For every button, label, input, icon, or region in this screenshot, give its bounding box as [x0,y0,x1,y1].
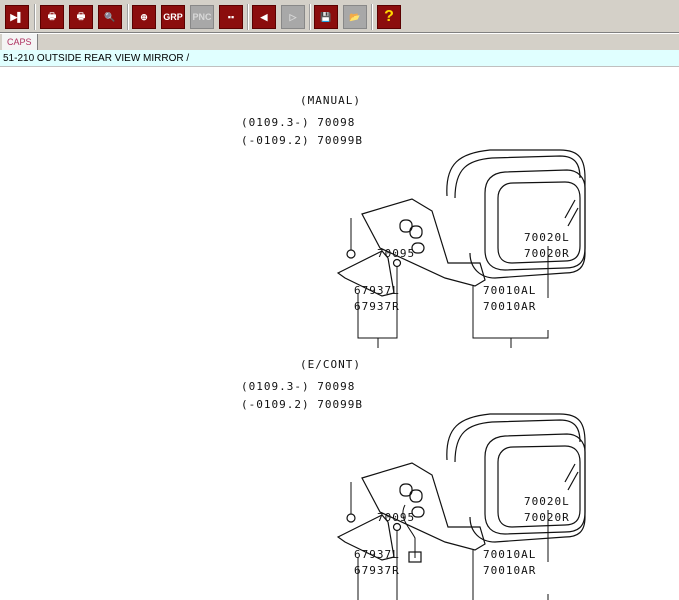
part-label[interactable]: 70010AR [483,564,537,577]
part-label[interactable]: 67937L [354,284,400,297]
open-button[interactable]: 📂 [343,5,367,29]
group-heading: (MANUAL) [300,94,361,107]
separator [127,4,129,30]
layout-button[interactable]: ▪▪ [219,5,243,29]
part-label[interactable]: 70020L [524,231,570,244]
part-label[interactable]: 70010AR [483,300,537,313]
part-label[interactable]: 70010AL [483,548,537,561]
group-heading: (E/CONT) [300,358,361,371]
part-label[interactable]: 70020R [524,247,570,260]
pnc-button[interactable]: PNC [190,5,214,29]
tab-bar: CAPS [0,33,679,50]
separator [309,4,311,30]
separator [247,4,249,30]
part-label[interactable]: 70020R [524,511,570,524]
part-label[interactable]: (0109.3-) 70098 [241,380,356,393]
help-button[interactable]: ? [377,5,401,29]
part-label[interactable]: 67937R [354,564,400,577]
zoom-button[interactable]: ⊕ [132,5,156,29]
part-label[interactable]: (0109.3-) 70098 [241,116,356,129]
print-preview-button[interactable]: 🔍 [98,5,122,29]
parts-diagram: (MANUAL) (0109.3-) 70098 (-0109.2) 70099… [0,68,679,600]
part-label[interactable]: 67937L [354,548,400,561]
part-label[interactable]: (-0109.2) 70099B [241,398,363,411]
part-label[interactable]: 70010AL [483,284,537,297]
separator [34,4,36,30]
part-label[interactable]: 70020L [524,495,570,508]
part-label[interactable]: 70095 [377,247,416,260]
tab-caps[interactable]: CAPS [2,34,38,50]
separator [371,4,373,30]
toolbar: ▶▌ 🖶 🖶 🔍 ⊕ GRP PNC ▪▪ ◀ ▷ 💾 📂 ? [0,0,679,33]
grp-button[interactable]: GRP [161,5,185,29]
exit-button[interactable]: ▶▌ [5,5,29,29]
mirror-drawing-manual [336,149,586,348]
print-screen-button[interactable]: 🖶 [40,5,64,29]
print-button[interactable]: 🖶 [69,5,93,29]
back-button[interactable]: ◀ [252,5,276,29]
save-button[interactable]: 💾 [314,5,338,29]
page-title: 51-210 OUTSIDE REAR VIEW MIRROR / [0,50,679,67]
part-label[interactable]: (-0109.2) 70099B [241,134,363,147]
forward-button[interactable]: ▷ [281,5,305,29]
part-label[interactable]: 70095 [377,511,416,524]
part-label[interactable]: 67937R [354,300,400,313]
mirror-illustration [336,149,586,600]
